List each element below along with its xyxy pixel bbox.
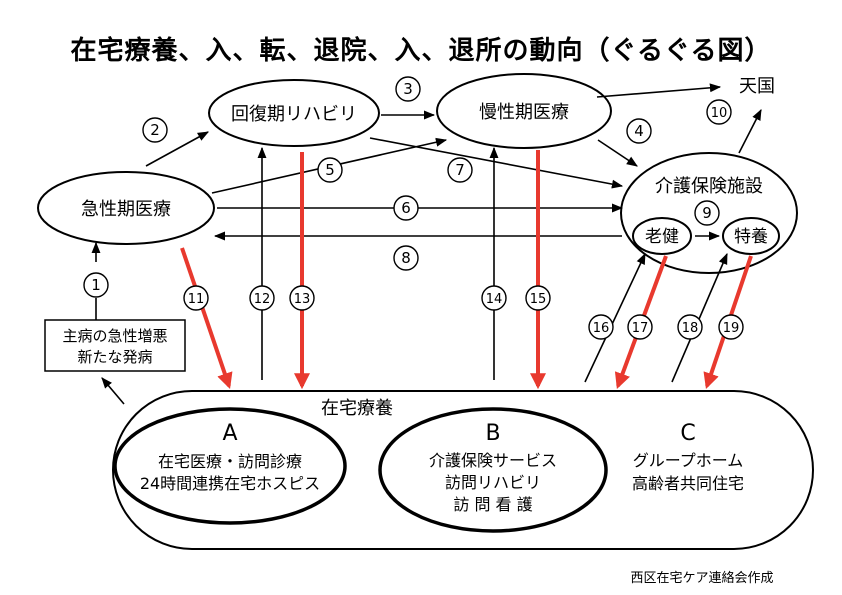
svg-text:訪問リハビリ: 訪問リハビリ xyxy=(445,473,541,492)
arrow-18 xyxy=(671,252,728,383)
marker-10: 10 xyxy=(706,99,732,125)
node-acute-care: 急性期医療 xyxy=(37,171,215,245)
marker-label: 14 xyxy=(486,292,503,307)
marker-label: 17 xyxy=(632,321,649,336)
marker-label: 11 xyxy=(188,292,205,307)
marker-4: 4 xyxy=(626,118,652,144)
marker-label: 15 xyxy=(530,292,547,307)
marker-label: 12 xyxy=(254,292,271,307)
credit-text: 西区在宅ケア連絡会作成 xyxy=(630,570,773,586)
marker-17: 17 xyxy=(627,314,653,340)
svg-text:訪 問 看 護: 訪 問 看 護 xyxy=(453,495,532,514)
node-chronic-care: 慢性期医療 xyxy=(436,73,612,149)
marker-19: 19 xyxy=(718,314,744,340)
marker-label: 13 xyxy=(294,292,311,307)
arrow-home-to-onset xyxy=(101,377,125,405)
marker-8: 8 xyxy=(393,245,419,271)
svg-text:回復期リハビリ: 回復期リハビリ xyxy=(231,104,357,125)
marker-label: 10 xyxy=(711,106,728,121)
home-group-c: C グループホーム 高齢者共同住宅 xyxy=(632,421,744,493)
marker-label: 2 xyxy=(150,121,160,139)
arrow-7 xyxy=(369,137,624,189)
marker-13: 13 xyxy=(289,285,315,311)
node-recovery-rehab: 回復期リハビリ xyxy=(208,79,380,147)
svg-text:24時間連携在宅ホスピス: 24時間連携在宅ホスピス xyxy=(140,474,320,493)
onset-box: 主病の急性増悪 新たな発病 xyxy=(44,319,186,372)
marker-label: 7 xyxy=(455,161,465,179)
svg-text:急性期医療: 急性期医療 xyxy=(81,199,171,220)
svg-text:B: B xyxy=(485,421,500,446)
marker-label: 5 xyxy=(325,161,335,179)
marker-7: 7 xyxy=(447,157,473,183)
svg-text:C: C xyxy=(680,421,695,446)
marker-5: 5 xyxy=(317,157,343,183)
black-arrows xyxy=(91,83,762,405)
marker-label: 8 xyxy=(401,249,411,267)
arrow-4 xyxy=(597,139,638,167)
marker-label: 19 xyxy=(723,321,740,336)
marker-label: 16 xyxy=(593,321,610,336)
svg-text:慢性期医療: 慢性期医療 xyxy=(479,102,569,123)
arrow-to-heaven xyxy=(596,83,722,98)
marker-15: 15 xyxy=(525,285,551,311)
node-rouken: 老健 xyxy=(645,227,679,247)
arrow-11 xyxy=(180,247,233,390)
home-group-a: A 在宅医療・訪問診療 24時間連携在宅ホスピス xyxy=(113,407,347,525)
marker-label: 1 xyxy=(91,276,101,294)
home-group-b: B 介護保険サービス 訪問リハビリ 訪 問 看 護 xyxy=(378,407,608,533)
arrow-2 xyxy=(145,131,209,167)
svg-text:A: A xyxy=(222,421,237,446)
svg-text:グループホーム: グループホーム xyxy=(633,451,744,470)
svg-text:主病の急性増悪: 主病の急性増悪 xyxy=(62,327,167,345)
marker-3: 3 xyxy=(395,76,421,102)
marker-16: 16 xyxy=(588,314,614,340)
home-care-label: 在宅療養 xyxy=(321,398,393,419)
marker-label: 6 xyxy=(401,199,411,217)
arrow-16 xyxy=(584,252,646,383)
diagram-title: 在宅療養、入、転、退院、入、退所の動向（ぐるぐる図） xyxy=(70,36,772,66)
marker-label: 3 xyxy=(403,80,413,98)
svg-text:高齢者共同住宅: 高齢者共同住宅 xyxy=(632,474,744,493)
marker-18: 18 xyxy=(677,314,703,340)
arrow-10 xyxy=(738,109,762,154)
marker-6: 6 xyxy=(393,195,419,221)
svg-text:介護保険施設: 介護保険施設 xyxy=(655,176,763,197)
marker-11: 11 xyxy=(183,285,209,311)
svg-text:新たな発病: 新たな発病 xyxy=(77,348,152,366)
home-care-area: 在宅療養 A 在宅医療・訪問診療 24時間連携在宅ホスピス B 介護保険サービス… xyxy=(112,390,814,550)
marker-label: 4 xyxy=(634,122,644,140)
marker-12: 12 xyxy=(249,285,275,311)
marker-2: 2 xyxy=(142,117,168,143)
svg-text:介護保険サービス: 介護保険サービス xyxy=(429,451,557,470)
svg-text:在宅医療・訪問診療: 在宅医療・訪問診療 xyxy=(158,452,302,471)
node-tokuyo: 特養 xyxy=(734,227,768,247)
marker-label: 18 xyxy=(682,321,699,336)
marker-14: 14 xyxy=(481,285,507,311)
marker-label: 9 xyxy=(702,204,712,222)
node-heaven: 天国 xyxy=(739,76,775,97)
marker-1: 1 xyxy=(83,272,109,298)
marker-9: 9 xyxy=(694,200,720,226)
